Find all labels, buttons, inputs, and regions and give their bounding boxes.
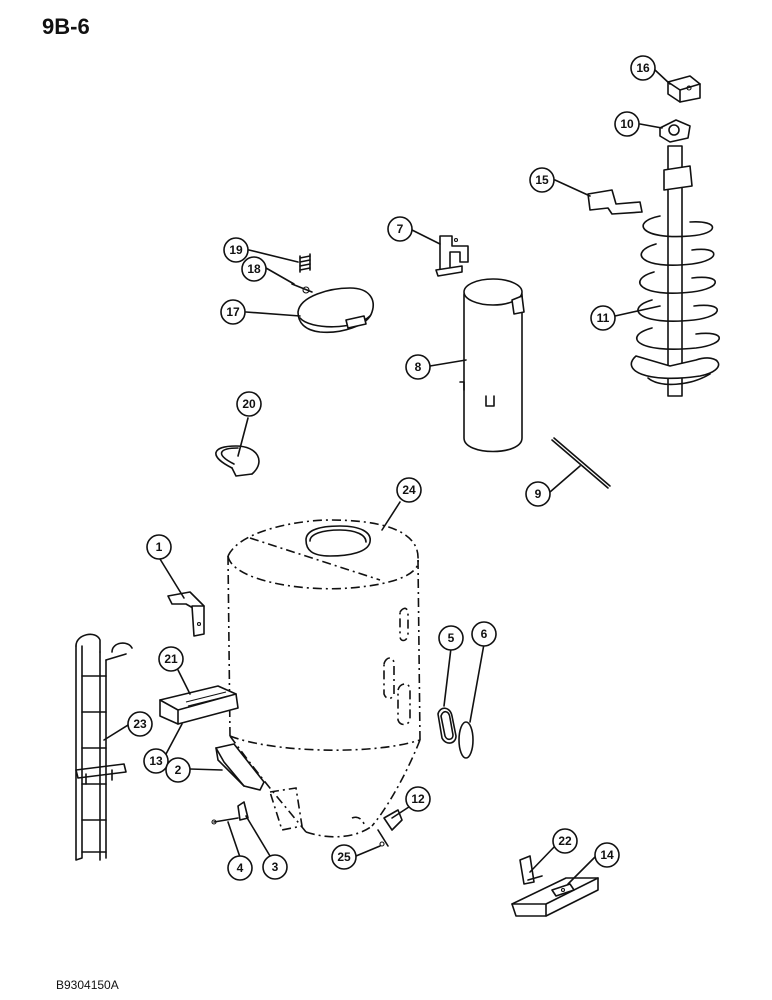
leader-lines bbox=[103, 69, 671, 885]
part-lid-17 bbox=[297, 287, 374, 334]
callout-24: 24 bbox=[396, 477, 422, 503]
svg-text:15: 15 bbox=[535, 173, 549, 187]
callout-10: 10 bbox=[614, 111, 640, 137]
callout-13: 13 bbox=[143, 748, 169, 774]
part-bar-15 bbox=[587, 189, 643, 215]
callout-21: 21 bbox=[158, 646, 184, 672]
part-pin-4 bbox=[211, 817, 239, 825]
svg-text:10: 10 bbox=[620, 117, 634, 131]
callout-14: 14 bbox=[594, 842, 620, 868]
callout-5: 5 bbox=[438, 625, 464, 651]
part-auger-11 bbox=[630, 145, 720, 397]
callout-15: 15 bbox=[529, 167, 555, 193]
part-cover-6 bbox=[458, 721, 474, 759]
callout-16: 16 bbox=[630, 55, 656, 81]
svg-text:22: 22 bbox=[558, 834, 572, 848]
callout-11: 11 bbox=[590, 305, 616, 331]
part-step-21 bbox=[159, 685, 239, 725]
callout-1: 1 bbox=[146, 534, 172, 560]
svg-text:16: 16 bbox=[636, 61, 650, 75]
svg-text:9: 9 bbox=[535, 487, 542, 501]
callout-18: 18 bbox=[241, 256, 267, 282]
callout-19: 19 bbox=[223, 237, 249, 263]
svg-text:5: 5 bbox=[448, 631, 455, 645]
svg-text:21: 21 bbox=[164, 652, 178, 666]
svg-text:6: 6 bbox=[481, 627, 488, 641]
svg-text:23: 23 bbox=[133, 717, 147, 731]
part-latch-12 bbox=[377, 809, 403, 847]
svg-text:7: 7 bbox=[397, 222, 404, 236]
callout-20: 20 bbox=[236, 391, 262, 417]
callout-4: 4 bbox=[227, 855, 253, 881]
svg-text:18: 18 bbox=[247, 262, 261, 276]
svg-text:11: 11 bbox=[597, 311, 610, 325]
svg-text:20: 20 bbox=[242, 397, 256, 411]
callout-9: 9 bbox=[525, 481, 551, 507]
callout-25: 25 bbox=[331, 844, 357, 870]
svg-text:24: 24 bbox=[402, 483, 416, 497]
drawing-id: B9304150A bbox=[56, 978, 119, 992]
callout-3: 3 bbox=[262, 854, 288, 880]
svg-text:2: 2 bbox=[175, 763, 182, 777]
part-clamp-20 bbox=[215, 445, 260, 477]
part-rod-9 bbox=[551, 437, 611, 489]
svg-text:25: 25 bbox=[337, 850, 351, 864]
callout-2: 2 bbox=[165, 757, 191, 783]
part-step-14 bbox=[511, 877, 599, 917]
part-gasket-5 bbox=[437, 707, 457, 744]
svg-text:14: 14 bbox=[600, 848, 614, 862]
svg-text:17: 17 bbox=[226, 305, 240, 319]
svg-text:12: 12 bbox=[411, 792, 425, 806]
callout-6: 6 bbox=[471, 621, 497, 647]
part-pin-18 bbox=[291, 283, 313, 294]
svg-text:3: 3 bbox=[272, 860, 279, 874]
part-latch-25 bbox=[379, 841, 385, 847]
part-bracket-22 bbox=[519, 855, 543, 885]
svg-text:13: 13 bbox=[149, 754, 163, 768]
svg-text:19: 19 bbox=[229, 243, 243, 257]
part-hopper-24 bbox=[227, 519, 421, 838]
part-mount-1 bbox=[167, 591, 205, 637]
part-bearing-10 bbox=[659, 119, 691, 143]
part-spring-19 bbox=[299, 253, 311, 273]
page-code: 9B-6 bbox=[42, 14, 90, 39]
callout-7: 7 bbox=[387, 216, 413, 242]
part-tube-8 bbox=[459, 278, 525, 453]
callout-8: 8 bbox=[405, 354, 431, 380]
part-strap-7 bbox=[435, 235, 469, 277]
callout-17: 17 bbox=[220, 299, 246, 325]
callout-12: 12 bbox=[405, 786, 431, 812]
part-chute-2 bbox=[215, 743, 265, 791]
part-bracket-16 bbox=[667, 75, 701, 103]
callout-23: 23 bbox=[127, 711, 153, 737]
part-ladder-23 bbox=[75, 633, 133, 861]
svg-text:8: 8 bbox=[415, 360, 422, 374]
svg-text:1: 1 bbox=[156, 540, 163, 554]
callout-22: 22 bbox=[552, 828, 578, 854]
svg-text:4: 4 bbox=[237, 861, 244, 875]
